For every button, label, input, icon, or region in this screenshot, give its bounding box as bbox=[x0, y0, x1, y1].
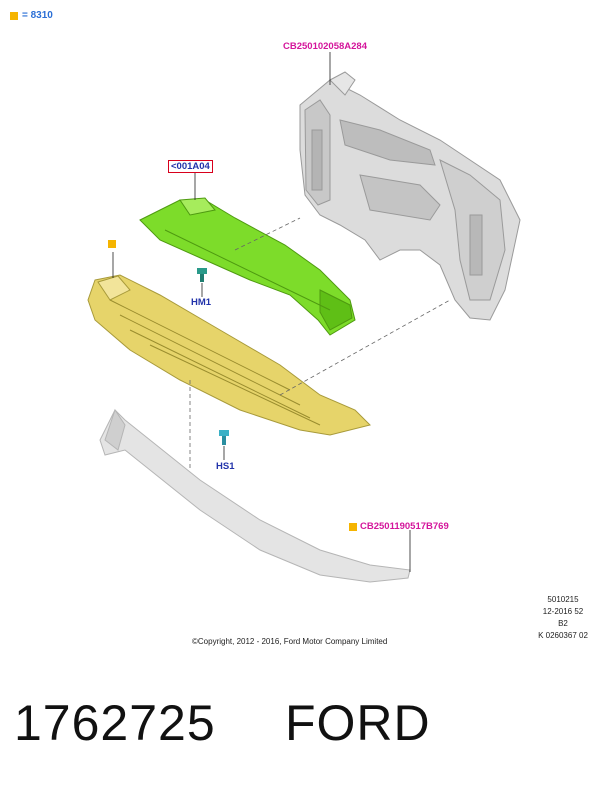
copyright-notice: ©Copyright, 2012 - 2016, Ford Motor Comp… bbox=[192, 637, 388, 646]
stamp-line: 12-2016 52 bbox=[542, 607, 584, 616]
alignment-lines bbox=[189, 217, 451, 470]
legend: = 8310 bbox=[10, 10, 53, 21]
callout-hs1: HS1 bbox=[216, 461, 235, 472]
stamp-line: 5010215 bbox=[547, 595, 579, 604]
callout-lower-grille: CB2501190517B769 bbox=[349, 521, 449, 532]
brand-name: FORD bbox=[285, 695, 431, 751]
leader-lines bbox=[112, 52, 411, 572]
callout-hm1: HM1 bbox=[191, 297, 212, 308]
callout-reinforcement: <001A04 bbox=[168, 160, 213, 173]
stamp-line: K 0260367 02 bbox=[538, 631, 588, 640]
legend-marker-icon bbox=[10, 11, 18, 20]
radiator-support-frame bbox=[299, 71, 521, 321]
lower-grille-marker-icon bbox=[349, 522, 357, 531]
part-number: 1762725 bbox=[14, 695, 216, 751]
upper-reinforcement bbox=[139, 197, 356, 336]
drawing-stamp: 5010215 12-2016 52 B2 K 0260367 02 bbox=[528, 594, 598, 642]
lower-shield bbox=[99, 408, 411, 583]
fastener-hs1-icon bbox=[219, 430, 229, 445]
marker-icon bbox=[108, 240, 116, 248]
stamp-line: B2 bbox=[558, 619, 568, 628]
fastener-hm1-icon bbox=[197, 268, 207, 282]
callout-radiator-support: CB250102058A284 bbox=[283, 41, 367, 52]
lower-deflector bbox=[87, 274, 371, 436]
legend-label: = 8310 bbox=[22, 10, 53, 21]
callout-lower-grille-label: CB2501190517B769 bbox=[360, 521, 449, 532]
